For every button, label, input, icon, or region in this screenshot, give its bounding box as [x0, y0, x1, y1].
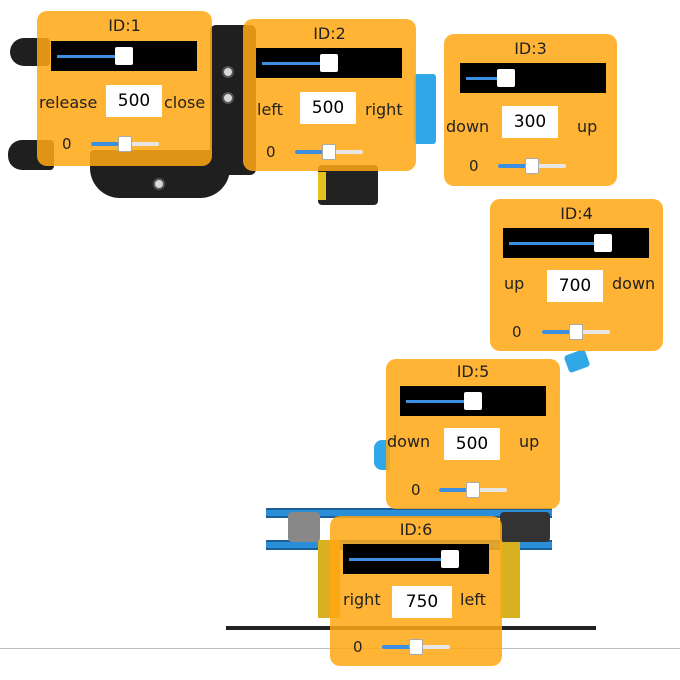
position-slider-fill — [262, 62, 329, 65]
servo-id-title: ID:2 — [313, 24, 346, 43]
servo-id-title: ID:3 — [514, 39, 547, 58]
position-slider-knob[interactable] — [441, 550, 459, 568]
left-direction-label: down — [387, 432, 431, 451]
servo-panel-5: ID:5 down 500 up 0 — [386, 359, 560, 509]
speed-slider-knob[interactable] — [118, 136, 132, 152]
position-slider[interactable] — [51, 41, 197, 71]
base-servo-right — [500, 540, 520, 618]
left-direction-label: down — [446, 117, 490, 136]
speed-min-label: 0 — [512, 323, 522, 341]
servo-id-title: ID:6 — [399, 520, 433, 539]
speed-slider-fill — [91, 142, 125, 146]
speed-slider-knob[interactable] — [525, 158, 539, 174]
servo-id-title: ID:5 — [456, 362, 490, 381]
position-slider-fill — [349, 558, 450, 561]
position-value-input[interactable]: 750 — [392, 586, 452, 618]
selection-outline-4 — [0, 334, 189, 500]
position-slider-fill — [509, 242, 603, 245]
speed-slider-fill — [439, 488, 473, 492]
speed-slider-fill — [542, 330, 576, 334]
left-direction-label: right — [343, 590, 381, 609]
speed-slider[interactable] — [382, 639, 450, 655]
position-slider[interactable] — [400, 386, 546, 416]
right-direction-label: up — [519, 432, 540, 451]
screw-2 — [222, 92, 234, 104]
speed-min-label: 0 — [62, 135, 72, 153]
position-slider[interactable] — [256, 48, 402, 78]
bracket-elbow — [563, 348, 591, 374]
speed-slider[interactable] — [295, 144, 363, 160]
position-value-input[interactable]: 500 — [300, 92, 356, 124]
speed-min-label: 0 — [353, 638, 363, 656]
speed-min-label: 0 — [266, 143, 276, 161]
speed-slider-knob[interactable] — [409, 639, 423, 655]
position-slider-fill — [406, 400, 473, 403]
position-slider-knob[interactable] — [464, 392, 482, 410]
position-value-input[interactable]: 500 — [106, 85, 162, 117]
right-direction-label: down — [612, 274, 656, 293]
position-slider-knob[interactable] — [594, 234, 612, 252]
speed-min-label: 0 — [411, 481, 421, 499]
speed-slider-knob[interactable] — [322, 144, 336, 160]
speed-min-label: 0 — [469, 157, 479, 175]
base-pillar-right — [500, 512, 550, 542]
speed-slider-knob[interactable] — [569, 324, 583, 340]
right-direction-label: up — [577, 117, 598, 136]
position-slider-fill — [466, 77, 506, 80]
position-slider-knob[interactable] — [115, 47, 133, 65]
speed-slider-fill — [295, 150, 329, 154]
right-direction-label: left — [460, 590, 486, 609]
speed-slider-knob[interactable] — [466, 482, 480, 498]
speed-slider-fill — [382, 645, 416, 649]
bracket-shoulder — [414, 74, 436, 144]
position-value-input[interactable]: 500 — [444, 428, 500, 460]
screw-3 — [153, 178, 165, 190]
left-direction-label: up — [504, 274, 525, 293]
position-slider[interactable] — [460, 63, 606, 93]
right-direction-label: close — [164, 93, 206, 112]
left-direction-label: release — [39, 93, 98, 112]
speed-slider[interactable] — [91, 136, 159, 152]
speed-slider[interactable] — [542, 324, 610, 340]
position-slider[interactable] — [343, 544, 489, 574]
right-direction-label: right — [365, 100, 403, 119]
servo-2-label — [318, 172, 326, 200]
screw-1 — [222, 66, 234, 78]
servo-id-title: ID:4 — [560, 204, 593, 223]
position-value-input[interactable]: 700 — [547, 270, 603, 302]
left-direction-label: left — [257, 100, 283, 119]
position-slider-fill — [57, 55, 124, 58]
servo-panel-6: ID:6 right 750 left 0 — [330, 516, 502, 666]
servo-panel-3: ID:3 down 300 up 0 — [444, 34, 617, 186]
servo-panel-4: ID:4 up 700 down 0 — [490, 199, 663, 351]
servo-id-title: ID:1 — [108, 16, 141, 35]
position-value-input[interactable]: 300 — [502, 106, 558, 138]
servo-2-body — [318, 165, 378, 205]
position-slider[interactable] — [503, 228, 649, 258]
servo-panel-1: ID:1 release 500 close 0 — [37, 11, 212, 166]
speed-slider[interactable] — [498, 158, 566, 174]
selection-outline-5 — [0, 500, 192, 666]
position-slider-knob[interactable] — [497, 69, 515, 87]
servo-panel-2: ID:2 left 500 right 0 — [243, 19, 416, 171]
position-slider-knob[interactable] — [320, 54, 338, 72]
base-pillar-left — [288, 512, 320, 542]
speed-slider[interactable] — [439, 482, 507, 498]
speed-slider-fill — [498, 164, 532, 168]
